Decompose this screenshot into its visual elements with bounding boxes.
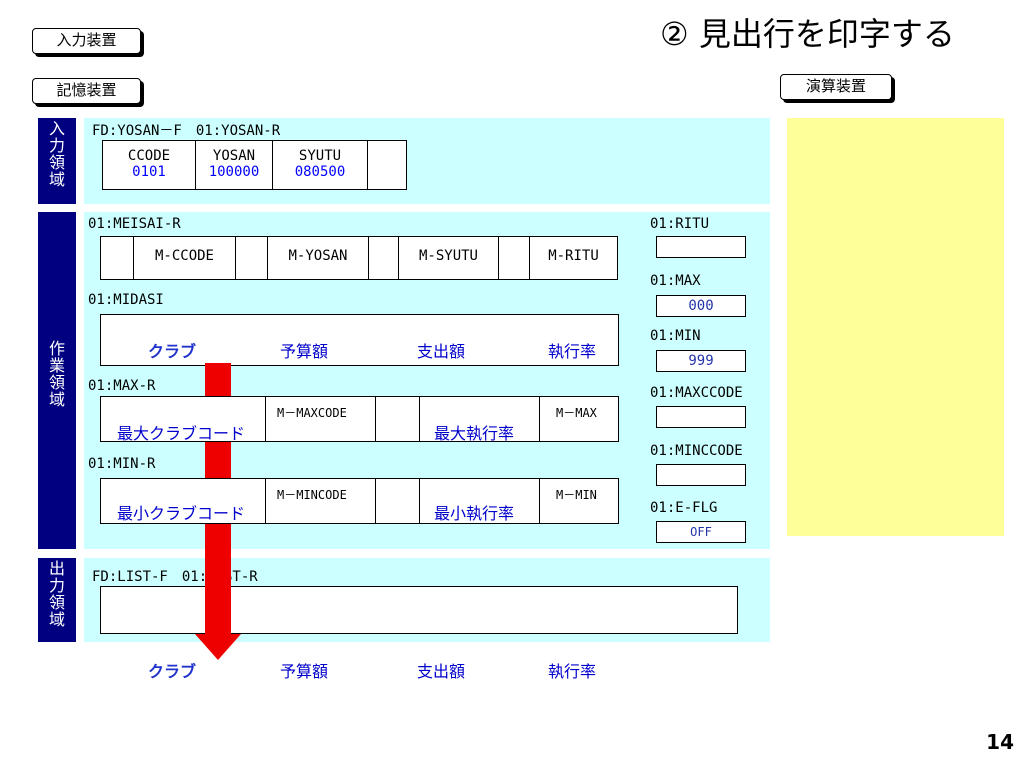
max-code-field: M－MAXCODE bbox=[277, 406, 347, 420]
meisai-field: M-CCODE bbox=[133, 236, 236, 280]
page-title: ② 見出行を印字する bbox=[660, 15, 955, 53]
input-device-button[interactable]: 入力装置 bbox=[32, 28, 141, 54]
var-label: 01:MAXCCODE bbox=[650, 385, 743, 401]
field-blank bbox=[367, 140, 407, 190]
arrow-segment bbox=[205, 363, 231, 396]
min-rate-label-cell bbox=[419, 478, 540, 524]
var-value bbox=[656, 464, 746, 486]
var-value: 000 bbox=[656, 295, 746, 317]
arrow-head bbox=[195, 634, 241, 660]
min-code-field: M－MINCODE bbox=[277, 488, 347, 502]
meisai-filler bbox=[235, 236, 268, 280]
storage-device-button[interactable]: 記憶装置 bbox=[32, 78, 141, 104]
midasi-record-label: 01:MIDASI bbox=[88, 292, 164, 308]
field-ccode: CCODE 0101 bbox=[102, 140, 196, 190]
min-code-text: 最小クラブコード bbox=[117, 504, 246, 523]
max-rate-label-cell bbox=[419, 396, 540, 442]
min-filler-cell bbox=[375, 478, 420, 524]
meisai-filler bbox=[498, 236, 530, 280]
page-number: 14 bbox=[986, 730, 1014, 754]
min-rate-text: 最小執行率 bbox=[434, 504, 515, 523]
calc-area bbox=[787, 118, 1004, 536]
work-area-label: 作 業 領 域 bbox=[38, 212, 76, 549]
input-record-label: FD:YOSAN－F 01:YOSAN-R bbox=[92, 123, 281, 139]
min-record-label: 01:MIN-R bbox=[88, 456, 156, 472]
printed-heading: クラブ bbox=[148, 662, 197, 681]
min-code-label-cell bbox=[100, 478, 266, 524]
calc-device-button[interactable]: 演算装置 bbox=[780, 74, 892, 100]
max-record-label: 01:MAX-R bbox=[88, 378, 156, 394]
var-label: 01:MINCCODE bbox=[650, 443, 743, 459]
var-value: OFF bbox=[656, 521, 746, 543]
field-yosan: YOSAN 100000 bbox=[195, 140, 273, 190]
max-rate-text: 最大執行率 bbox=[434, 424, 515, 443]
min-rate-field: M－MIN bbox=[556, 488, 597, 502]
max-code-text: 最大クラブコード bbox=[117, 424, 246, 443]
output-area-label: 出 力 領 域 bbox=[38, 558, 76, 642]
max-rate-field-cell bbox=[539, 396, 619, 442]
arrow-segment bbox=[205, 442, 231, 478]
var-label: 01:RITU bbox=[650, 216, 710, 232]
max-rate-field: M－MAX bbox=[556, 406, 597, 420]
input-area-label: 入 力 領 域 bbox=[38, 118, 76, 204]
meisai-record-label: 01:MEISAI-R bbox=[88, 216, 181, 232]
meisai-field: M-SYUTU bbox=[398, 236, 499, 280]
midasi-heading: 執行率 bbox=[548, 342, 597, 361]
min-code-field-cell bbox=[265, 478, 376, 524]
midasi-heading: クラブ bbox=[148, 342, 197, 361]
var-value bbox=[656, 406, 746, 428]
var-label: 01:MIN bbox=[650, 328, 701, 344]
meisai-field: M-RITU bbox=[529, 236, 618, 280]
meisai-field: M-YOSAN bbox=[267, 236, 369, 280]
arrow-segment bbox=[205, 524, 231, 634]
field-syutu: SYUTU 080500 bbox=[272, 140, 368, 190]
printed-heading: 予算額 bbox=[280, 662, 329, 681]
midasi-heading: 予算額 bbox=[280, 342, 329, 361]
output-record bbox=[100, 586, 738, 634]
printed-heading: 支出額 bbox=[417, 662, 466, 681]
midasi-record bbox=[100, 314, 619, 366]
midasi-heading: 支出額 bbox=[417, 342, 466, 361]
var-label: 01:E-FLG bbox=[650, 500, 718, 516]
min-rate-field-cell bbox=[539, 478, 619, 524]
meisai-filler bbox=[368, 236, 399, 280]
printed-heading: 執行率 bbox=[548, 662, 597, 681]
var-value bbox=[656, 236, 746, 258]
meisai-filler bbox=[100, 236, 134, 280]
var-value: 999 bbox=[656, 350, 746, 372]
var-label: 01:MAX bbox=[650, 273, 701, 289]
max-filler-cell bbox=[375, 396, 420, 442]
output-record-label: FD:LIST-F 01:LIST-R bbox=[92, 569, 258, 585]
